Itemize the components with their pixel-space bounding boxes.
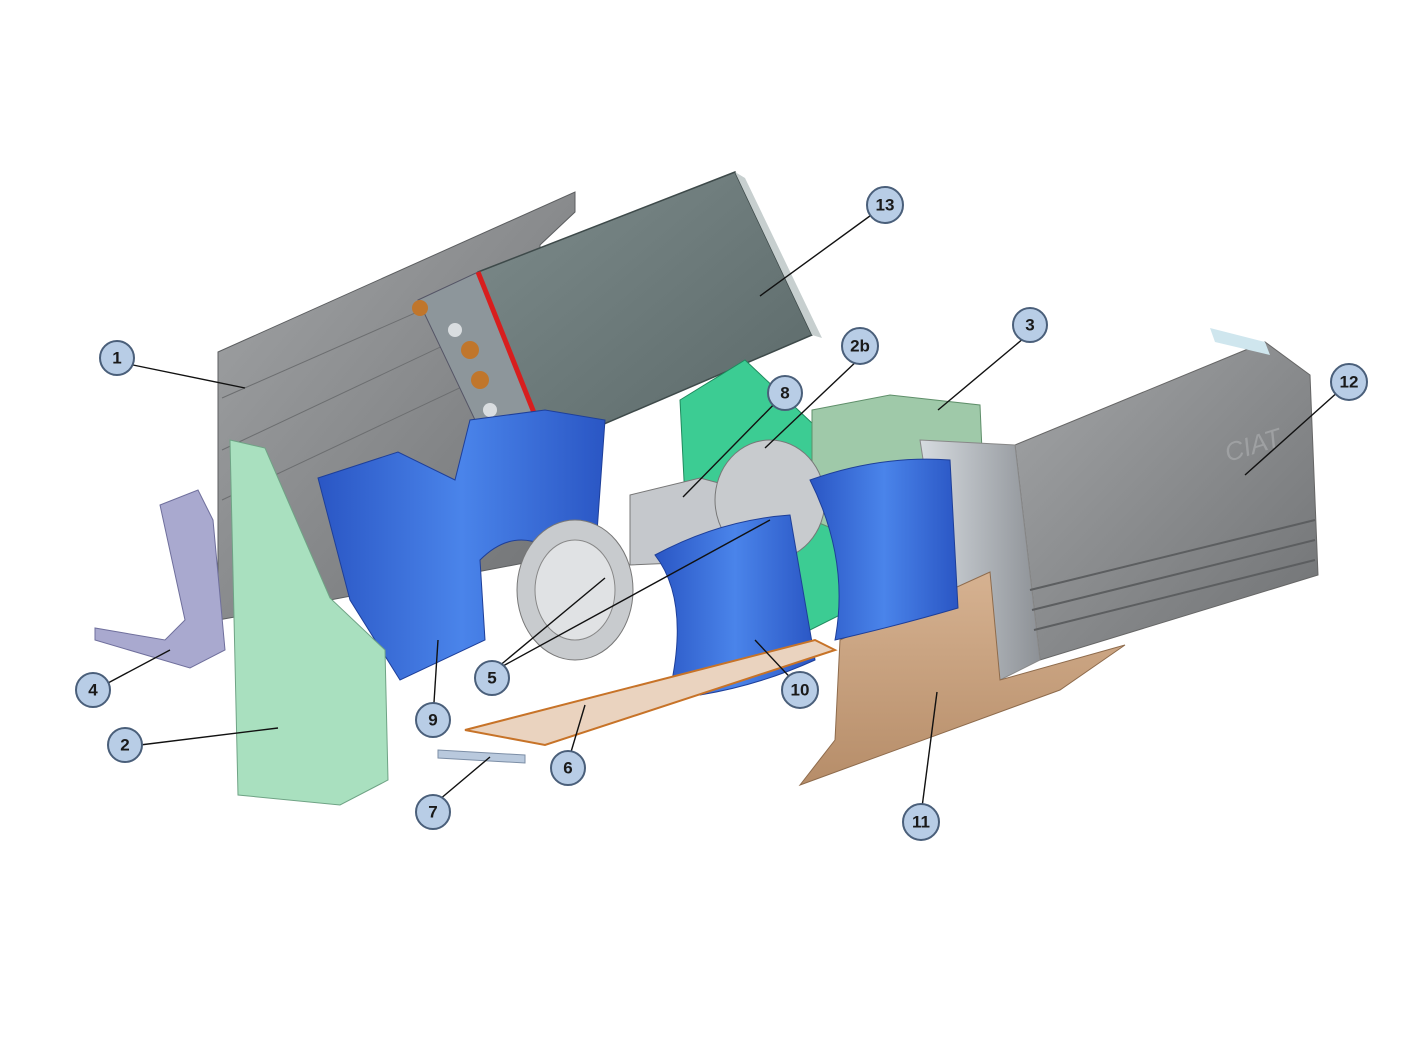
svg-text:5: 5: [487, 669, 496, 688]
svg-text:7: 7: [428, 803, 437, 822]
callout-13: 13: [866, 186, 904, 224]
svg-text:8: 8: [780, 384, 789, 403]
svg-text:9: 9: [428, 711, 437, 730]
callout-10: 10: [781, 671, 819, 709]
heat-exchanger-coil: [412, 171, 822, 463]
svg-text:1: 1: [112, 349, 121, 368]
callout-6: 6: [550, 750, 586, 786]
side-plate: [229, 439, 389, 806]
callout-12: 12: [1330, 363, 1368, 401]
callout-2b: 2b: [841, 327, 879, 365]
callout-7: 7: [415, 794, 451, 830]
svg-text:13: 13: [876, 196, 895, 215]
leader-lines: [107, 204, 1350, 816]
filter-rail: [437, 749, 526, 764]
filter-tray: [464, 638, 838, 747]
callout-4: 4: [75, 672, 111, 708]
svg-text:12: 12: [1340, 373, 1359, 392]
svg-text:11: 11: [912, 813, 930, 832]
copper-headers: [412, 300, 505, 456]
svg-text:10: 10: [791, 681, 810, 700]
svg-text:2b: 2b: [850, 337, 870, 356]
callout-2: 2: [107, 727, 143, 763]
callout-11: 11: [902, 803, 940, 841]
callout-3: 3: [1012, 307, 1048, 343]
svg-text:2: 2: [120, 736, 129, 755]
svg-text:3: 3: [1025, 316, 1034, 335]
callout-8: 8: [767, 375, 803, 411]
svg-text:6: 6: [563, 759, 572, 778]
svg-text:4: 4: [88, 681, 98, 700]
callout-1: 1: [99, 340, 135, 376]
callout-9: 9: [415, 702, 451, 738]
callout-5: 5: [474, 660, 510, 696]
mounting-bracket: [94, 489, 226, 669]
